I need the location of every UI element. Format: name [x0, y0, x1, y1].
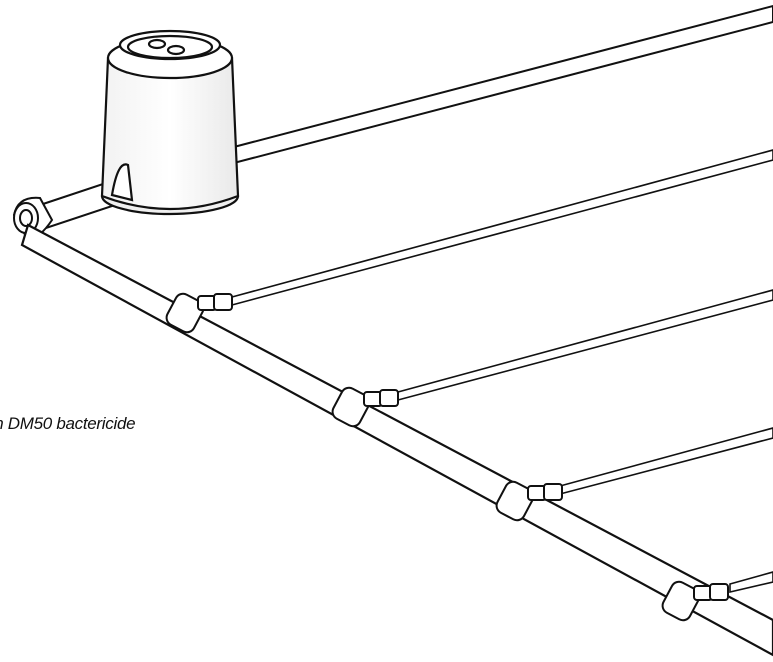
product-callout-label: sh DM50 bactericide	[0, 414, 136, 433]
branch-line	[559, 427, 773, 496]
tee-fitting	[495, 480, 563, 522]
tee-fitting	[165, 292, 233, 334]
branch-line	[729, 571, 773, 594]
supply-pipe-top	[229, 4, 773, 166]
reservoir-tank	[100, 29, 240, 216]
branch-line	[397, 289, 773, 402]
branch-line	[231, 149, 773, 307]
branch-lines	[231, 149, 773, 594]
main-manifold-pipe	[20, 223, 773, 657]
tank-port-icon	[166, 44, 186, 56]
tee-fitting	[331, 386, 399, 428]
tank-port-icon	[147, 38, 167, 50]
tee-fitting	[661, 580, 729, 622]
tee-fittings	[165, 292, 729, 622]
